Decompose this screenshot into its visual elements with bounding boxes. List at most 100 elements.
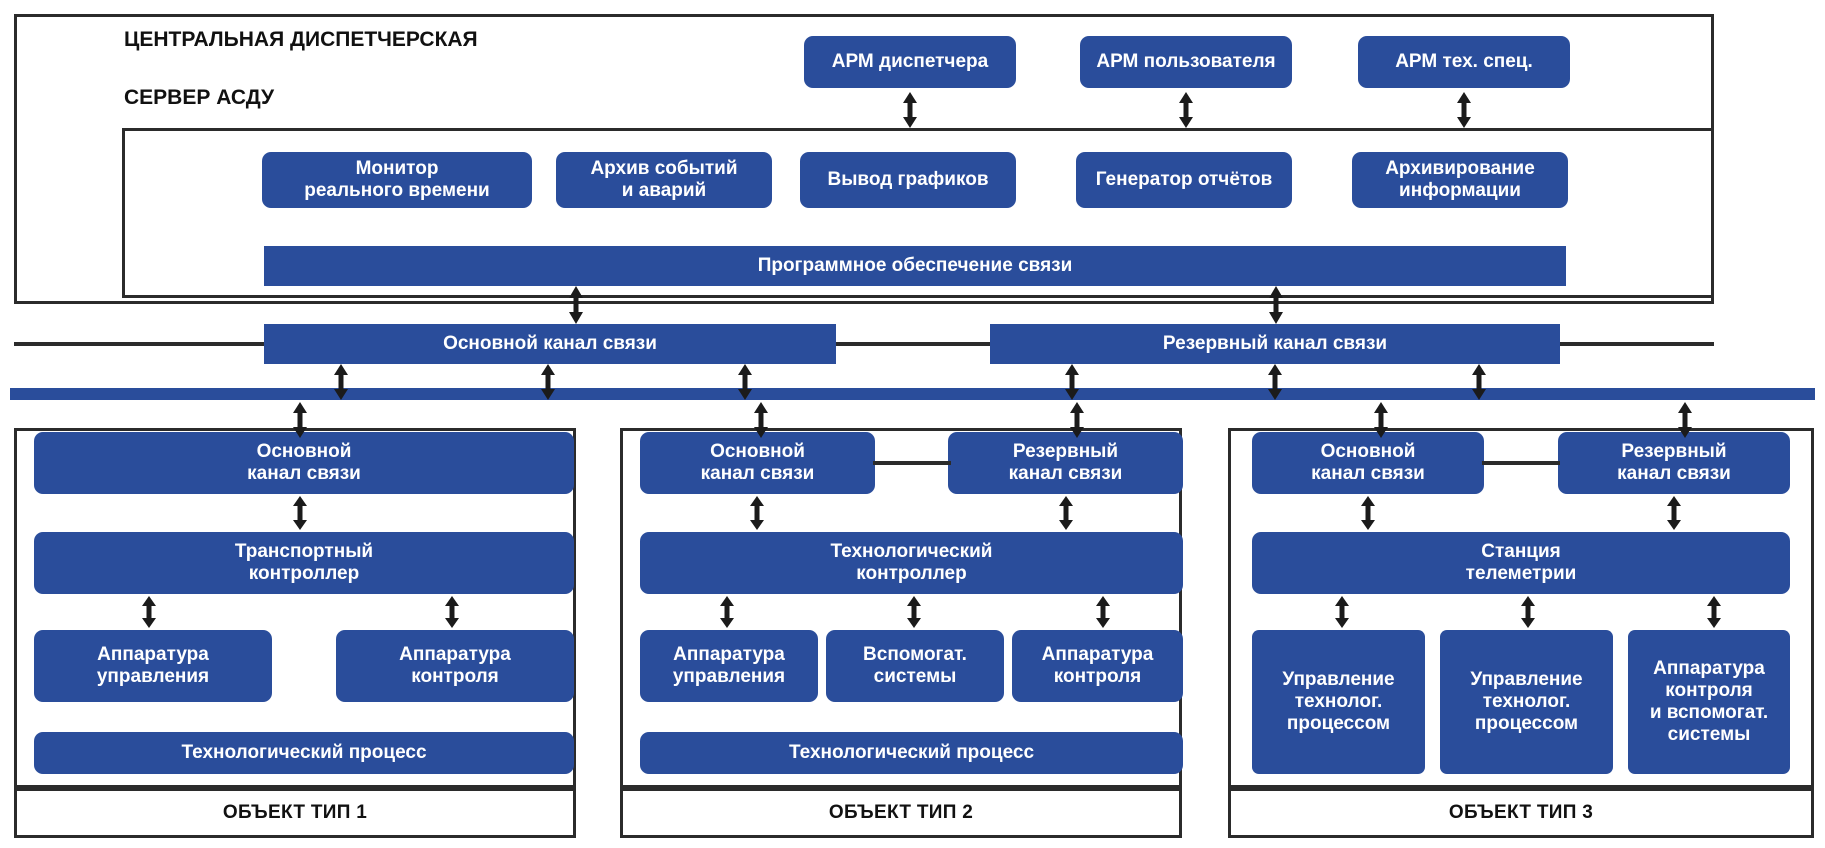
center-main-channel-bar[interactable]: Основной канал связи	[264, 324, 836, 364]
object2-tech-process[interactable]: Технологический процесс	[640, 732, 1183, 774]
arrow-object2-backup-channel-to-controller	[1057, 496, 1075, 530]
object1-main-channel-line2: канал связи	[247, 463, 361, 484]
object2-backup-channel[interactable]: Резервный канал связи	[948, 432, 1183, 494]
object2-device-monitoring-equipment[interactable]: Аппаратура контроля	[1012, 630, 1183, 702]
object3-main-channel-line1: Основной	[1320, 440, 1416, 462]
object2-caption-frame	[620, 788, 1182, 838]
workstation-dispatcher[interactable]: АРМ диспетчера	[804, 36, 1016, 88]
object1-device-monitoring-equipment[interactable]: Аппаратура контроля	[336, 630, 574, 702]
object2-caption: ОБЪЕКТ ТИП 2	[828, 802, 974, 823]
arrow-object2-controller-to-device2	[905, 596, 923, 628]
object2-device-control-equipment-line1: Аппаратура	[673, 643, 785, 665]
object3-device-process-control-1-line2: технолог.	[1294, 690, 1383, 712]
communication-software-bar[interactable]: Программное обеспечение связи	[264, 246, 1566, 286]
object1-device-monitoring-equipment-line1: Аппаратура	[399, 643, 511, 665]
server-module-info-archiving[interactable]: Архивирование информации	[1352, 152, 1568, 208]
arrow-backup-channel-bus-2	[1266, 364, 1284, 400]
object1-transport-controller[interactable]: Транспортный контроллер	[34, 532, 574, 594]
object3-caption: ОБЪЕКТ ТИП 3	[1448, 802, 1594, 823]
object3-backup-channel[interactable]: Резервный канал связи	[1558, 432, 1790, 494]
arrow-comm-to-main-channel	[567, 286, 585, 324]
server-module-charts-output[interactable]: Вывод графиков	[800, 152, 1016, 208]
object2-backup-channel-line1: Резервный	[1012, 440, 1119, 462]
object2-tech-controller-line1: Технологический	[830, 540, 993, 562]
object2-tech-process-label: Технологический процесс	[788, 741, 1035, 763]
object2-device-monitoring-equipment-line2: контроля	[1053, 666, 1142, 687]
arrow-object1-controller-to-device1	[140, 596, 158, 628]
object3-telemetry-station-line2: телеметрии	[1465, 563, 1577, 584]
workstation-user[interactable]: АРМ пользователя	[1080, 36, 1292, 88]
arrow-bus-to-object2-backup	[1068, 402, 1086, 438]
object2-main-channel-line1: Основной	[710, 440, 805, 462]
object3-device-process-control-1[interactable]: Управление технолог. процессом	[1252, 630, 1425, 774]
object1-caption: ОБЪЕКТ ТИП 1	[222, 802, 368, 823]
object3-device-monitoring-and-auxiliary-line1: Аппаратура	[1653, 657, 1765, 679]
arrow-main-channel-bus-1	[332, 364, 350, 400]
center-backup-channel-label: Резервный канал связи	[1162, 332, 1388, 354]
channel-bus-line-right	[1558, 342, 1714, 346]
arrow-backup-channel-bus-1	[1063, 364, 1081, 400]
server-module-charts-output-label: Вывод графиков	[827, 168, 989, 190]
object1-main-channel[interactable]: Основной канал связи	[34, 432, 574, 494]
object2-device-monitoring-equipment-line1: Аппаратура	[1041, 643, 1154, 665]
object2-main-channel-line2: канал связи	[700, 463, 815, 484]
object2-tech-controller[interactable]: Технологический контроллер	[640, 532, 1183, 594]
server-asdu-frame	[122, 128, 1714, 298]
object2-main-channel[interactable]: Основной канал связи	[640, 432, 875, 494]
server-module-event-archive[interactable]: Архив событий и аварий	[556, 152, 772, 208]
arrow-object3-station-to-device2	[1519, 596, 1537, 628]
server-module-report-generator-label: Генератор отчётов	[1095, 168, 1273, 190]
object3-device-monitoring-and-auxiliary-line3: и вспомогат.	[1649, 702, 1769, 723]
workstation-dispatcher-label: АРМ диспетчера	[831, 50, 989, 72]
server-module-realtime-monitor[interactable]: Монитор реального времени	[262, 152, 532, 208]
object1-device-monitoring-equipment-line2: контроля	[411, 666, 499, 687]
arrow-object1-controller-to-device2	[443, 596, 461, 628]
arrow-comm-to-backup-channel	[1267, 286, 1285, 324]
object3-main-channel-line2: канал связи	[1311, 463, 1425, 484]
workstation-tech-spec[interactable]: АРМ тех. спец.	[1358, 36, 1570, 88]
server-module-event-archive-line1: Архив событий	[590, 157, 738, 179]
channel-bus-line-left	[14, 342, 266, 346]
object3-device-process-control-2-line1: Управление	[1470, 668, 1583, 690]
main-communication-bus	[10, 388, 1815, 400]
object3-device-monitoring-and-auxiliary[interactable]: Аппаратура контроля и вспомогат. системы	[1628, 630, 1790, 774]
server-module-info-archiving-line1: Архивирование	[1385, 157, 1535, 179]
object2-frame	[620, 428, 1182, 788]
object1-device-control-equipment-line2: управления	[96, 666, 210, 687]
arrow-object3-station-to-device1	[1333, 596, 1351, 628]
object2-device-control-equipment[interactable]: Аппаратура управления	[640, 630, 818, 702]
center-backup-channel-bar[interactable]: Резервный канал связи	[990, 324, 1560, 364]
arrow-object1-channel-to-controller	[291, 496, 309, 530]
center-main-channel-label: Основной канал связи	[443, 332, 657, 354]
object1-tech-process[interactable]: Технологический процесс	[34, 732, 574, 774]
object2-channel-link	[873, 461, 951, 465]
object3-device-process-control-1-line3: процессом	[1286, 713, 1391, 735]
object3-backup-channel-line2: канал связи	[1617, 463, 1731, 484]
object3-device-monitoring-and-auxiliary-line4: системы	[1667, 724, 1751, 746]
object2-device-auxiliary-systems[interactable]: Вспомогат. системы	[826, 630, 1004, 702]
arrow-object3-main-channel-to-station	[1359, 496, 1377, 530]
workstation-tech-spec-label: АРМ тех. спец.	[1395, 50, 1533, 72]
object1-device-control-equipment[interactable]: Аппаратура управления	[34, 630, 272, 702]
arrow-object2-controller-to-device1	[718, 596, 736, 628]
object1-device-control-equipment-line1: Аппаратура	[97, 643, 209, 665]
object3-telemetry-station[interactable]: Станция телеметрии	[1252, 532, 1790, 594]
arrow-bus-to-object3-main	[1372, 402, 1390, 438]
object3-main-channel[interactable]: Основной канал связи	[1252, 432, 1484, 494]
arrow-object3-backup-channel-to-station	[1665, 496, 1683, 530]
arrow-bus-to-object3-backup	[1676, 402, 1694, 438]
arrow-object2-controller-to-device3	[1094, 596, 1112, 628]
object3-device-process-control-2-line2: технолог.	[1482, 690, 1571, 712]
object1-caption-frame	[14, 788, 576, 838]
object1-tech-process-label: Технологический процесс	[181, 741, 427, 763]
object3-frame	[1228, 428, 1814, 788]
object1-transport-controller-line2: контроллер	[248, 563, 360, 584]
server-module-report-generator[interactable]: Генератор отчётов	[1076, 152, 1292, 208]
object3-device-process-control-2[interactable]: Управление технолог. процессом	[1440, 630, 1613, 774]
object3-backup-channel-line1: Резервный	[1621, 440, 1727, 462]
arrow-main-channel-bus-3	[736, 364, 754, 400]
arrow-main-channel-bus-2	[539, 364, 557, 400]
object3-caption-frame	[1228, 788, 1814, 838]
arrow-backup-channel-bus-3	[1470, 364, 1488, 400]
object3-device-process-control-1-line1: Управление	[1282, 668, 1395, 690]
